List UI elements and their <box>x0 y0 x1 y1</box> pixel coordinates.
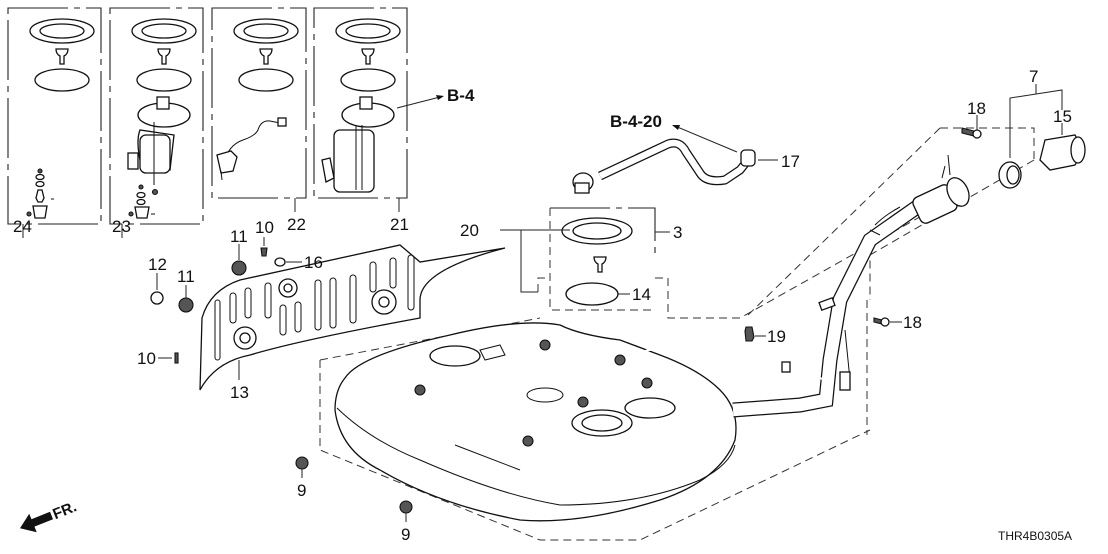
bracket-7 <box>1009 84 1063 158</box>
kit-box-22[interactable] <box>211 7 307 212</box>
nut-11a-drawing <box>231 244 247 276</box>
callout-14[interactable]: 14 <box>632 285 651 304</box>
callout-10b[interactable]: 10 <box>137 349 156 368</box>
front-direction-indicator: FR. <box>19 498 79 533</box>
front-arrow-icon <box>19 511 54 533</box>
fuel-gauge-sender-drawing <box>216 117 287 181</box>
callout-18a[interactable]: 18 <box>967 99 986 118</box>
callout-20[interactable]: 20 <box>460 221 479 240</box>
nut-11b-drawing <box>178 285 194 313</box>
filler-neck-drawing <box>629 198 925 418</box>
callout-7[interactable]: 7 <box>1029 67 1038 86</box>
clip-10a-drawing <box>260 237 268 257</box>
regulator-parts <box>26 168 54 219</box>
callout-11a[interactable]: 11 <box>230 227 248 246</box>
callout-12[interactable]: 12 <box>148 255 167 274</box>
callout-15[interactable]: 15 <box>1053 107 1072 126</box>
fuel-tank-drawing <box>334 322 737 522</box>
callout-9b[interactable]: 9 <box>401 525 410 544</box>
kit-box-21[interactable] <box>313 7 408 212</box>
reference-b4[interactable]: B-4 <box>396 86 475 109</box>
kit-box-23[interactable] <box>109 7 204 238</box>
fuel-pump-assembly-drawing <box>127 96 191 219</box>
callout-18b[interactable]: 18 <box>903 313 922 332</box>
callout-16[interactable]: 16 <box>304 253 323 272</box>
callout-23[interactable]: 23 <box>112 217 131 236</box>
bracket-20 <box>500 229 570 293</box>
kit-box-24[interactable] <box>7 7 102 238</box>
callout-19[interactable]: 19 <box>767 327 786 346</box>
grommet-9b-drawing <box>399 500 413 522</box>
fuel-filler-cap-15-drawing <box>1039 123 1086 171</box>
o-ring-parts <box>34 68 396 92</box>
cap-ring-drawing <box>998 161 1022 189</box>
clip-10b-drawing <box>158 352 179 364</box>
callout-22[interactable]: 22 <box>287 215 306 234</box>
reference-b420[interactable]: B-4-20 <box>610 112 738 153</box>
reference-b4-label: B-4 <box>447 86 475 105</box>
callout-17[interactable]: 17 <box>781 152 800 171</box>
set-plate-3-drawing <box>561 217 633 273</box>
lock-ring-parts <box>29 18 401 44</box>
filler-opening-drawing <box>869 154 970 236</box>
callout-21[interactable]: 21 <box>390 215 409 234</box>
diagram-code: THR4B0305A <box>998 529 1072 543</box>
reference-b420-label: B-4-20 <box>610 112 662 131</box>
clip-19-drawing <box>744 326 766 342</box>
nut-12-drawing <box>150 273 164 305</box>
kit-box-3[interactable] <box>549 207 670 311</box>
callout-9a[interactable]: 9 <box>297 481 306 500</box>
callout-24[interactable]: 24 <box>13 217 32 236</box>
heat-insulator-13-drawing <box>199 244 506 391</box>
grommet-9a-drawing <box>295 456 309 478</box>
bolt-18a-drawing <box>961 115 982 139</box>
callout-10a[interactable]: 10 <box>255 218 274 237</box>
cap-plug-parts <box>55 48 375 65</box>
callout-3[interactable]: 3 <box>673 223 682 242</box>
washer-16-drawing <box>274 257 302 267</box>
front-label: FR. <box>50 498 79 523</box>
vent-tube-17-drawing <box>572 138 778 194</box>
callout-13[interactable]: 13 <box>230 383 249 402</box>
fuel-pump-module-drawing <box>321 96 395 193</box>
callout-11b[interactable]: 11 <box>177 267 195 286</box>
gasket-14-drawing <box>565 282 630 306</box>
bolt-18b-drawing <box>873 317 902 327</box>
